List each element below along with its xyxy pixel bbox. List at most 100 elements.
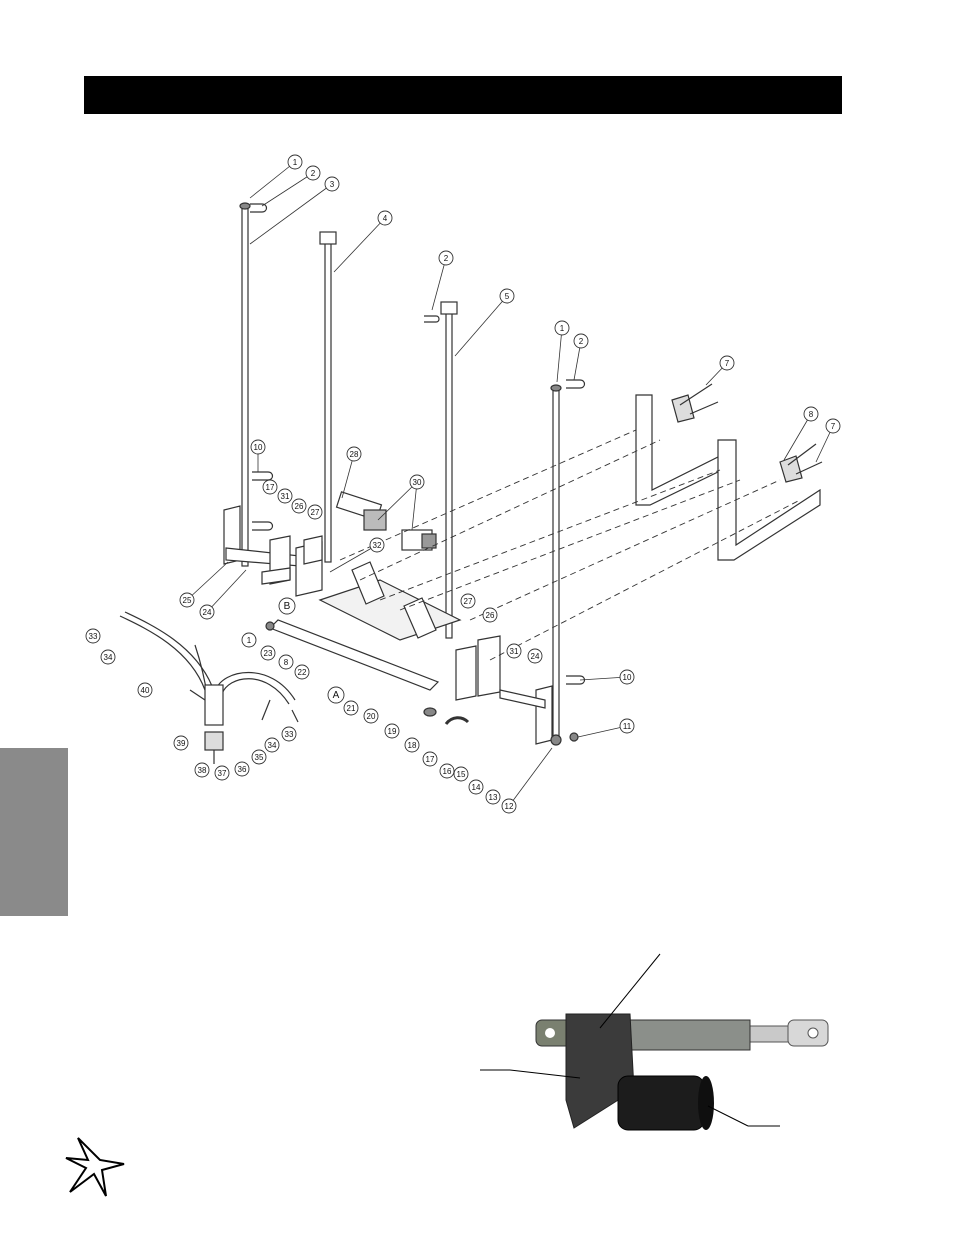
callout-34: 34 [100, 649, 116, 665]
callout-label: 34 [104, 653, 113, 662]
callout-3: 3 [324, 176, 340, 192]
callout-37: 37 [214, 765, 230, 781]
callout-16: 16 [439, 763, 455, 779]
callout-label: 7 [725, 359, 730, 368]
callout-2: 2 [438, 250, 454, 266]
callout-label: 3 [330, 180, 335, 189]
callout-label: 16 [443, 767, 452, 776]
callout-10: 10 [250, 439, 266, 455]
callout-22: 22 [294, 664, 310, 680]
callout-label: 19 [388, 727, 397, 736]
callout-8: 8 [803, 406, 819, 422]
callout-label: 37 [218, 769, 227, 778]
part-callouts: 1234251278710283017312627322524B123822A2… [85, 154, 841, 814]
callout-label: 18 [408, 741, 417, 750]
callout-20: 20 [363, 708, 379, 724]
callout-label: 38 [198, 766, 207, 775]
callout-32: 32 [369, 537, 385, 553]
callout-label: B [284, 601, 291, 612]
callout-label: 24 [531, 652, 540, 661]
linear-actuator-photo [480, 953, 840, 1160]
callout-label: 27 [464, 597, 473, 606]
callout-23: 23 [260, 645, 276, 661]
callout-label: 34 [268, 741, 277, 750]
callout-label: 12 [505, 802, 514, 811]
callout-21: 21 [343, 700, 359, 716]
callout-15: 15 [453, 766, 469, 782]
callout-label: 23 [264, 649, 273, 658]
callout-label: A [333, 690, 340, 701]
callout-label: 26 [486, 611, 495, 620]
callout-label: 8 [284, 658, 289, 667]
photo-leader-lines [480, 953, 780, 1127]
callout-label: 7 [831, 422, 836, 431]
callout-11: 11 [619, 718, 635, 734]
callout-label: 1 [247, 636, 252, 645]
callout-40: 40 [137, 682, 153, 698]
callout-36: 36 [234, 761, 250, 777]
callout-label: 2 [579, 337, 584, 346]
actuator-gear-housing [565, 1013, 635, 1129]
callout-label: 35 [255, 753, 264, 762]
callout-label: 20 [367, 712, 376, 721]
callout-label: 10 [254, 443, 263, 452]
callout-7: 7 [719, 355, 735, 371]
section-side-tab [0, 748, 68, 916]
callout-18: 18 [404, 737, 420, 753]
callout-28: 28 [346, 446, 362, 462]
callout-8: 8 [278, 654, 294, 670]
callout-17: 17 [262, 479, 278, 495]
callout-33: 33 [281, 726, 297, 742]
callout-label: 27 [311, 508, 320, 517]
callout-label: 8 [809, 410, 814, 419]
callout-35: 35 [251, 749, 267, 765]
callout-12: 12 [501, 798, 517, 814]
callout-7: 7 [825, 418, 841, 434]
frame-line-art [119, 202, 823, 764]
callout-label: 31 [281, 492, 290, 501]
callout-13: 13 [485, 789, 501, 805]
callout-39: 39 [173, 735, 189, 751]
actuator-tube [619, 1019, 751, 1051]
callout-B: B [278, 597, 296, 615]
callout-label: 17 [426, 755, 435, 764]
header-bar [84, 76, 842, 114]
callout-label: 36 [238, 765, 247, 774]
callout-label: 14 [472, 783, 481, 792]
callout-2: 2 [573, 333, 589, 349]
callout-1: 1 [287, 154, 303, 170]
callout-31: 31 [506, 643, 522, 659]
projection-lines [339, 429, 801, 661]
callout-30: 30 [409, 474, 425, 490]
callout-33: 33 [85, 628, 101, 644]
actuator-motor [617, 1075, 705, 1131]
callout-label: 31 [510, 647, 519, 656]
callout-label: 33 [89, 632, 98, 641]
callout-label: 2 [444, 254, 449, 263]
callout-label: 26 [295, 502, 304, 511]
callout-27: 27 [460, 593, 476, 609]
callout-10: 10 [619, 669, 635, 685]
callout-label: 24 [203, 608, 212, 617]
callout-label: 11 [623, 722, 632, 731]
callout-label: 21 [347, 704, 356, 713]
callout-25: 25 [179, 592, 195, 608]
callout-label: 10 [623, 673, 632, 682]
callout-label: 33 [285, 730, 294, 739]
callout-1: 1 [554, 320, 570, 336]
callout-label: 2 [311, 169, 316, 178]
callout-2: 2 [305, 165, 321, 181]
callout-24: 24 [199, 604, 215, 620]
callout-27: 27 [307, 504, 323, 520]
callout-label: 4 [383, 214, 388, 223]
callout-label: 25 [183, 596, 192, 605]
callout-31: 31 [277, 488, 293, 504]
callout-label: 1 [560, 324, 565, 333]
callout-19: 19 [384, 723, 400, 739]
callout-label: 40 [141, 686, 150, 695]
callout-34: 34 [264, 737, 280, 753]
callout-label: 15 [457, 770, 466, 779]
callout-label: 30 [413, 478, 422, 487]
callout-label: 22 [298, 668, 307, 677]
